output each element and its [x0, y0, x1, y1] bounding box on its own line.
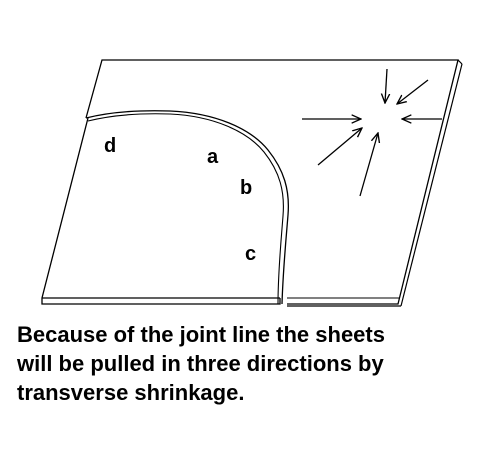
diagram-caption: Because of the joint line the sheets wil… — [17, 320, 477, 407]
arrow-from-top-right — [397, 79, 429, 104]
arrow-from-bottom — [359, 133, 378, 197]
right-sheet-outline — [85, 59, 459, 305]
right-sheet-thickness-side — [400, 63, 463, 307]
right-sheet-thickness-top — [457, 59, 463, 65]
left-sheet-outline — [41, 117, 281, 305]
caption-line-3: transverse shrinkage. — [17, 380, 245, 405]
joint-line-curve-inner — [87, 113, 284, 305]
label-a: a — [207, 146, 219, 168]
joint-line-curve-outer — [85, 110, 290, 305]
arrow-from-top — [385, 68, 387, 103]
caption-line-1: Because of the joint line the sheets — [17, 322, 385, 347]
label-c: c — [245, 243, 256, 265]
label-b: b — [240, 177, 252, 199]
arrow-from-lower-left — [317, 128, 362, 166]
label-d: d — [104, 135, 116, 157]
caption-line-2: will be pulled in three directions by — [17, 351, 384, 376]
